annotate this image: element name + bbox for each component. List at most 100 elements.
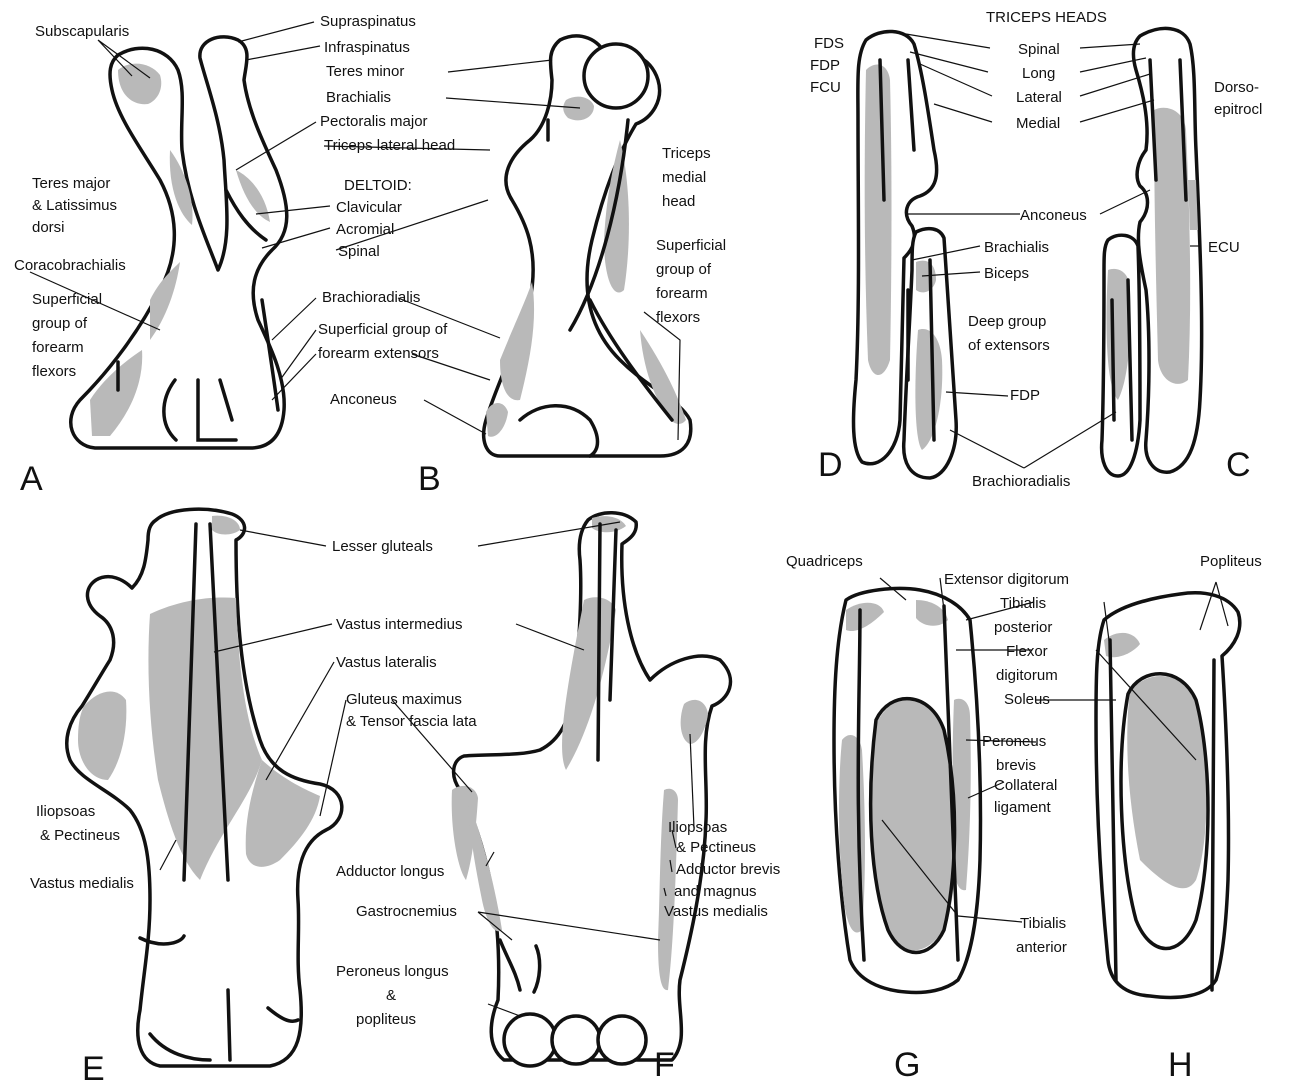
label-iliopsoas-f: Iliopsoas <box>668 819 727 836</box>
label-gastrocnemius: Gastrocnemius <box>356 903 457 920</box>
panel-letter-e: E <box>82 1050 105 1088</box>
label-soleus: Soleus <box>1004 691 1050 708</box>
label-dorso-2: epitrocl <box>1214 101 1262 118</box>
label-a-flexors-3: forearm <box>32 339 84 356</box>
label-gluteus-maximus: Gluteus maximus <box>346 691 462 708</box>
label-a-flexors-4: flexors <box>32 363 76 380</box>
label-a-flexors-2: group of <box>32 315 88 332</box>
label-extensors-2: forearm extensors <box>318 345 439 362</box>
label-ligament: ligament <box>994 799 1052 816</box>
label-subscapularis: Subscapularis <box>35 23 129 40</box>
label-latissimus: & Latissimus <box>32 197 117 214</box>
label-pectineus-e: & Pectineus <box>40 827 120 844</box>
label-peroneus-brevis-2: brevis <box>996 757 1036 774</box>
label-adductor-magnus: and magnus <box>674 883 757 900</box>
label-peroneus-brevis-1: Peroneus <box>982 733 1046 750</box>
label-flexor-digitorum-1: Flexor <box>1006 643 1048 660</box>
label-collateral: Collateral <box>994 777 1057 794</box>
label-triceps-medial-2: medial <box>662 169 706 186</box>
label-b-flexors-2: group of <box>656 261 712 278</box>
label-anconeus-c: Anconeus <box>1020 207 1087 224</box>
label-vastus-medialis-e: Vastus medialis <box>30 875 134 892</box>
label-supraspinatus: Supraspinatus <box>320 13 416 30</box>
label-ampersand: & <box>386 987 396 1004</box>
label-vastus-intermedius: Vastus intermedius <box>336 616 462 633</box>
label-deltoid: DELTOID: <box>344 177 412 194</box>
femur-f-shape <box>454 513 731 1060</box>
label-brachialis-b: Brachialis <box>326 89 391 106</box>
label-deep-extensors-2: of extensors <box>968 337 1050 354</box>
label-fcu: FCU <box>810 79 841 96</box>
label-flexor-digitorum-2: digitorum <box>996 667 1058 684</box>
panel-a-humerus <box>71 37 287 448</box>
panel-letter-h: H <box>1168 1046 1193 1084</box>
condyle-f-left <box>504 1014 556 1066</box>
label-popliteus-f: popliteus <box>356 1011 416 1028</box>
condyle-f-right <box>598 1016 646 1064</box>
label-vastus-lateralis: Vastus lateralis <box>336 654 437 671</box>
label-adductor-brevis: Adductor brevis <box>676 861 780 878</box>
fds-fdp-fcu-area <box>865 65 892 375</box>
label-tibialis-anterior-2: anterior <box>1016 939 1067 956</box>
label-dorso-1: Dorso- <box>1214 79 1259 96</box>
label-triceps-long: Long <box>1022 65 1055 82</box>
label-tensor-fascia: & Tensor fascia lata <box>346 713 477 730</box>
label-extensor-digitorum: Extensor digitorum <box>944 571 1069 588</box>
label-extensors-1: Superficial group of <box>318 321 448 338</box>
label-tibialis-anterior-1: Tibialis <box>1020 915 1066 932</box>
panel-e-femur <box>67 509 342 1066</box>
label-deep-extensors-1: Deep group <box>968 313 1046 330</box>
condyle-f-mid <box>552 1016 600 1064</box>
label-peroneus-longus: Peroneus longus <box>336 963 449 980</box>
panel-letter-c: C <box>1226 446 1251 484</box>
panel-g-leg <box>834 588 981 992</box>
label-biceps-d: Biceps <box>984 265 1029 282</box>
label-triceps-medial-1: Triceps <box>662 145 711 162</box>
panel-d-forearm <box>854 31 957 478</box>
label-brachioradialis-d: Brachioradialis <box>972 473 1070 490</box>
label-a-flexors-1: Superficial <box>32 291 102 308</box>
panel-letter-a: A <box>20 460 43 498</box>
label-iliopsoas-e: Iliopsoas <box>36 803 95 820</box>
label-pectoralis: Pectoralis major <box>320 113 428 130</box>
label-dorsi: dorsi <box>32 219 65 236</box>
humeral-head-b <box>584 44 648 108</box>
label-triceps-medial-3: head <box>662 193 695 210</box>
label-tibialis-posterior-1: Tibialis <box>1000 595 1046 612</box>
label-teres-minor: Teres minor <box>326 63 404 80</box>
label-triceps-heads: TRICEPS HEADS <box>986 9 1107 26</box>
panel-f-femur <box>452 513 731 1066</box>
label-infraspinatus: Infraspinatus <box>324 39 410 56</box>
label-tibialis-posterior-2: posterior <box>994 619 1052 636</box>
label-brachioradialis-b: Brachioradialis <box>322 289 420 306</box>
panel-h-leg <box>1096 593 1240 998</box>
label-triceps-lateral: Triceps lateral head <box>324 137 455 154</box>
label-quadriceps: Quadriceps <box>786 553 863 570</box>
label-coracobrachialis: Coracobrachialis <box>14 257 126 274</box>
label-acromial: Acromial <box>336 221 394 238</box>
label-triceps-lateral: Lateral <box>1016 89 1062 106</box>
label-vastus-medialis-f: Vastus medialis <box>664 903 768 920</box>
panel-c-forearm <box>1102 28 1202 476</box>
panel-letter-d: D <box>818 446 843 484</box>
label-pectineus-f: & Pectineus <box>676 839 756 856</box>
panel-letter-g: G <box>894 1046 920 1084</box>
label-adductor-longus: Adductor longus <box>336 863 444 880</box>
label-teres-major: Teres major <box>32 175 110 192</box>
label-lesser-gluteals: Lesser gluteals <box>332 538 433 555</box>
label-triceps-spinal: Spinal <box>1018 41 1060 58</box>
label-fds: FDS <box>814 35 844 52</box>
label-anconeus-b: Anconeus <box>330 391 397 408</box>
label-brachialis-d: Brachialis <box>984 239 1049 256</box>
label-ecu: ECU <box>1208 239 1240 256</box>
label-fdp: FDP <box>810 57 840 74</box>
panel-letter-b: B <box>418 460 441 498</box>
label-popliteus-h: Popliteus <box>1200 553 1262 570</box>
label-triceps-medial: Medial <box>1016 115 1060 132</box>
label-b-flexors-3: forearm <box>656 285 708 302</box>
label-clavicular: Clavicular <box>336 199 402 216</box>
panel-letter-f: F <box>654 1046 675 1084</box>
label-spinal-b: Spinal <box>338 243 380 260</box>
